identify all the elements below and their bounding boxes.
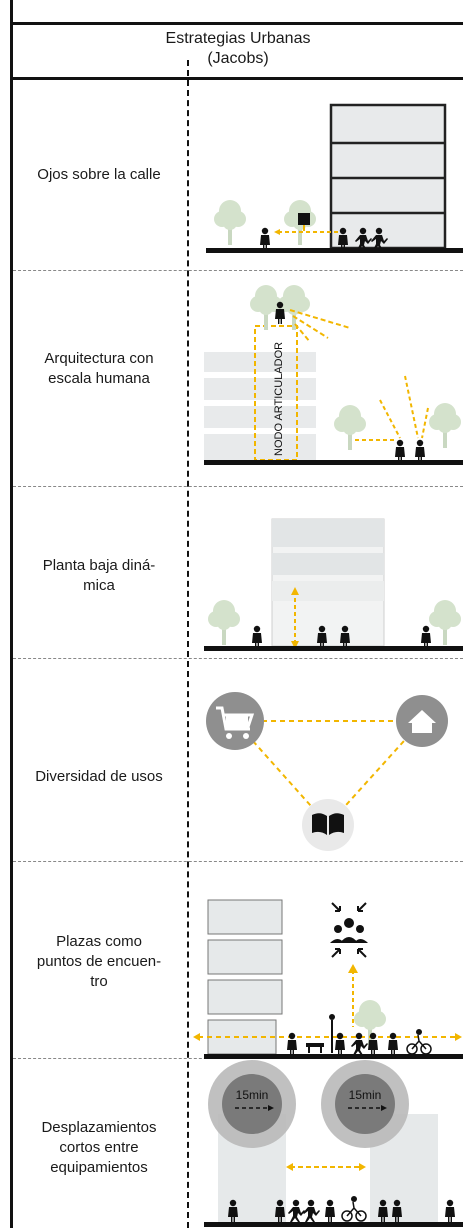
label-line: cortos entre [59,1139,139,1156]
tree-icon [429,600,461,645]
label-line: Plazas como [56,933,142,950]
left-border [10,80,13,1228]
book-icon [302,799,354,851]
panel-planta-baja-dinamica [204,518,463,651]
tree-icon [208,600,240,645]
tree-icon [278,285,310,330]
panel-desplazamientos-cortos: 15min 15min [204,1060,463,1227]
column-divider [187,60,189,1228]
cyclist-icon [341,1196,367,1222]
tree-icon [334,405,366,450]
runner-icon [288,1199,305,1222]
row-divider [13,861,463,862]
cart-icon [206,692,264,750]
header-title-line2: (Jacobs) [207,50,269,67]
row-label-ojos: Ojos sobre la calle [13,165,185,185]
panel-plazas-puntos-encuentro [193,899,463,1059]
person-icon [415,439,425,462]
person-icon [421,625,431,648]
header-top-border [10,0,463,22]
header-box: Estrategias Urbanas (Jacobs) [10,22,463,80]
node-articulador-label: NODO ARTICULADOR [273,342,285,456]
time-label-15min: 15min [349,1088,382,1102]
bench-icon [306,1043,324,1047]
time-label-15min: 15min [236,1088,269,1102]
home-icon [396,695,448,747]
person-icon [395,439,405,462]
row-label-arquitectura: Arquitectura con escala humana [13,349,185,389]
person-icon [325,1199,335,1222]
row-label-plazas: Plazas como puntos de encuen- tro [13,932,185,992]
row-divider [13,658,463,659]
label-text: Ojos sobre la calle [37,166,161,183]
header-title-line1: Estrategias Urbanas [165,30,311,47]
row-divider [13,270,463,271]
tree-icon [429,403,461,448]
person-icon [445,1199,455,1222]
panel-ojos-sobre-la-calle [206,103,463,253]
person-icon [252,625,262,648]
row-label-desplazamientos: Desplazamientos cortos entre equipamient… [13,1118,185,1178]
panel-diversidad-de-usos [206,692,448,851]
label-line: puntos de encuen- [36,953,162,970]
label-line: Desplazamientos [41,1119,157,1136]
label-line: Planta baja diná- [42,557,156,574]
meeting-group-icon [330,902,368,958]
label-line: escala humana [48,370,150,387]
row-label-planta-baja: Planta baja diná- mica [13,556,185,596]
row-divider [13,486,463,487]
label-line: tro [90,973,108,990]
cyclist-icon [406,1029,432,1055]
tree-icon [214,200,246,245]
row-label-diversidad: Diversidad de usos [13,767,185,787]
label-line: Arquitectura con [44,350,154,367]
panel-arquitectura-escala-humana: NODO ARTICULADOR [204,285,463,465]
runner-icon [303,1199,320,1222]
person-icon [260,227,270,250]
header-title: Estrategias Urbanas (Jacobs) [13,29,463,69]
label-line: equipamientos [50,1159,148,1176]
window-icon [298,213,310,225]
label-line: mica [83,577,115,594]
label-text: Diversidad de usos [35,768,163,785]
tree-icon [250,285,282,330]
